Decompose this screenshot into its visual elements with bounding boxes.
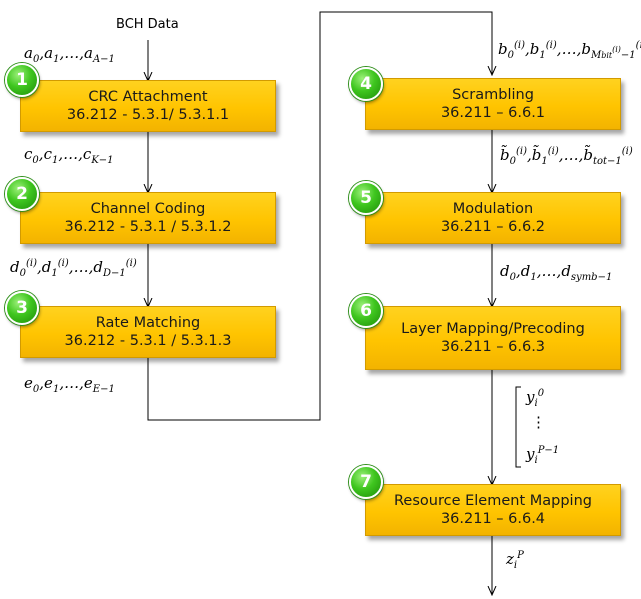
- signal-b-scrambled: b̃0(i),b̃1(i),…,b̃tot−1(i): [500, 146, 633, 167]
- block-crc-attachment: CRC Attachment 36.212 - 5.3.1/ 5.3.1.1: [20, 80, 276, 132]
- block-title: CRC Attachment: [88, 89, 208, 105]
- block-ref: 36.212 - 5.3.1 / 5.3.1.3: [64, 333, 232, 349]
- bracket-y-vector: [515, 386, 521, 468]
- signal-z: ziP: [506, 550, 524, 571]
- signal-y-dots: ⋮: [531, 413, 546, 431]
- block-ref: 36.211 – 6.6.1: [440, 105, 546, 121]
- step-badge-7: 7: [349, 465, 383, 499]
- block-resource-element-mapping: Resource Element Mapping 36.211 – 6.6.4: [365, 484, 621, 536]
- block-ref: 36.212 - 5.3.1 / 5.3.1.2: [64, 219, 232, 235]
- signal-y-top: yi0: [526, 388, 545, 409]
- block-title: Resource Element Mapping: [394, 493, 592, 509]
- block-ref: 36.211 – 6.6.2: [440, 219, 546, 235]
- bch-data-label: BCH Data: [116, 17, 179, 32]
- block-ref: 36.212 - 5.3.1/ 5.3.1.1: [66, 107, 230, 123]
- signal-d-modulated: d0,d1,…,dsymb−1: [500, 262, 613, 283]
- arrow-ratematch-to-scrambling: [147, 11, 492, 421]
- block-modulation: Modulation 36.211 – 6.6.2: [365, 192, 621, 244]
- signal-d-coded: d0(i),d1(i),…,dD−1(i): [10, 258, 137, 279]
- block-ref: 36.211 – 6.6.3: [440, 339, 546, 355]
- block-title: Scrambling: [452, 87, 534, 103]
- step-badge-6: 6: [349, 294, 383, 328]
- signal-a: a0,a1,…,aA−1: [24, 44, 115, 65]
- block-title: Rate Matching: [95, 315, 201, 331]
- signal-b: b0(i),b1(i),…,bMbit(i)−1(i): [498, 40, 641, 61]
- signal-e: e0,e1,…,eE−1: [24, 374, 115, 395]
- block-channel-coding: Channel Coding 36.212 - 5.3.1 / 5.3.1.2: [20, 192, 276, 244]
- step-badge-1: 1: [5, 63, 39, 97]
- block-scrambling: Scrambling 36.211 – 6.6.1: [365, 78, 621, 130]
- block-title: Modulation: [452, 201, 534, 217]
- signal-c: c0,c1,…,cK−1: [24, 145, 114, 166]
- step-badge-2: 2: [5, 177, 39, 211]
- signal-y-bottom: yiP−1: [526, 445, 560, 466]
- step-badge-3: 3: [5, 291, 39, 325]
- block-title: Layer Mapping/Precoding: [401, 321, 585, 337]
- block-title: Channel Coding: [90, 201, 206, 217]
- step-badge-4: 4: [349, 67, 383, 101]
- block-layer-mapping-precoding: Layer Mapping/Precoding 36.211 – 6.6.3: [365, 306, 621, 370]
- block-rate-matching: Rate Matching 36.212 - 5.3.1 / 5.3.1.3: [20, 306, 276, 358]
- block-ref: 36.211 – 6.6.4: [440, 511, 546, 527]
- step-badge-5: 5: [349, 181, 383, 215]
